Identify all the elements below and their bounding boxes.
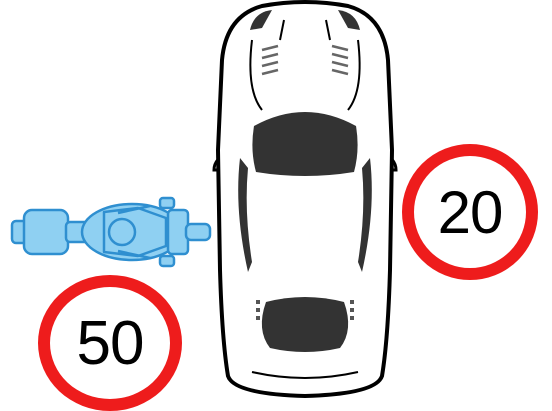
motorcycle-top-view-icon: [12, 198, 210, 266]
car-top-view-icon: [214, 2, 396, 396]
speed-limit-20-value: 20: [438, 183, 503, 243]
speed-limit-50-sign: 50: [38, 275, 182, 411]
speed-limit-50-value: 50: [77, 313, 144, 375]
speed-limit-20-sign: 20: [402, 144, 538, 280]
